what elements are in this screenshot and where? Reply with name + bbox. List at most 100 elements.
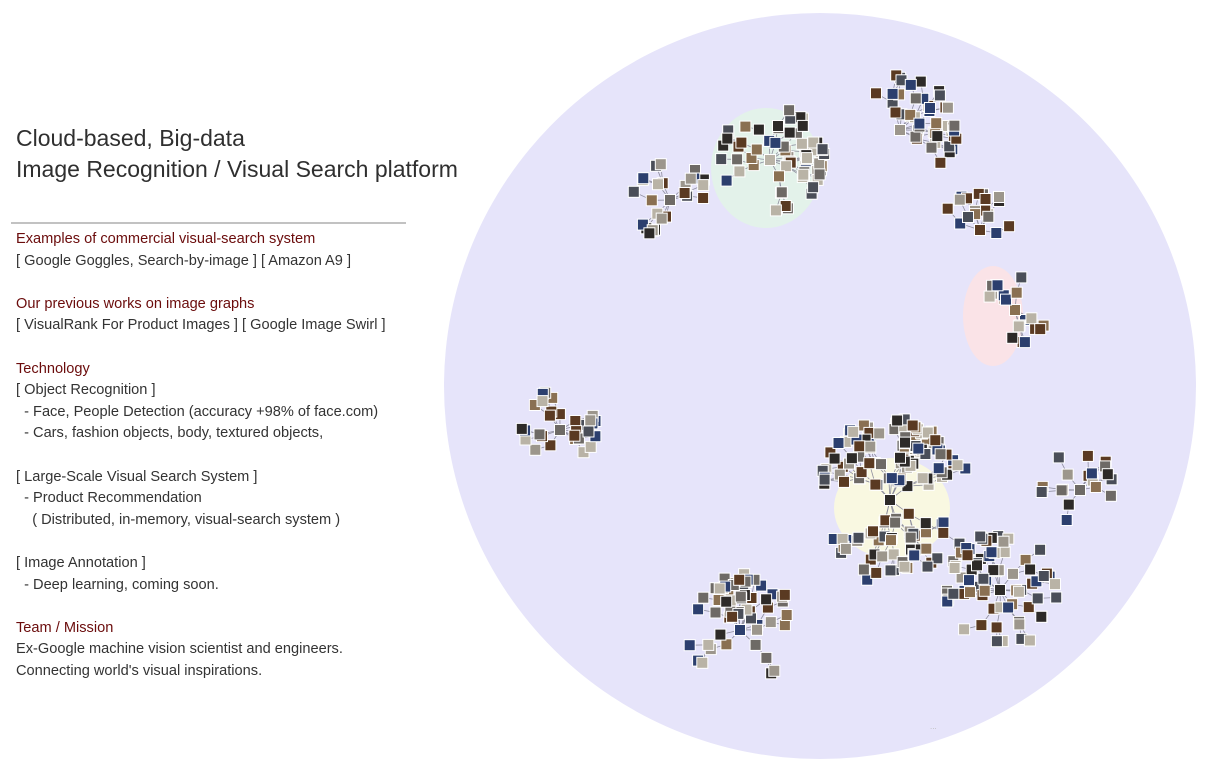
- image-thumbnail[interactable]: [664, 194, 676, 206]
- examples-links[interactable]: [ Google Goggles, Search-by-image ] [ Am…: [16, 252, 352, 269]
- image-thumbnail[interactable]: [1104, 489, 1117, 502]
- image-thumbnail[interactable]: [775, 186, 788, 199]
- image-thumbnail[interactable]: [702, 638, 715, 651]
- image-thumbnail[interactable]: [801, 152, 813, 165]
- image-thumbnail[interactable]: [971, 559, 983, 572]
- image-thumbnail[interactable]: [1061, 468, 1074, 481]
- image-thumbnail[interactable]: [931, 130, 944, 143]
- image-thumbnail[interactable]: [852, 531, 865, 544]
- image-thumbnail[interactable]: [769, 136, 782, 149]
- image-thumbnail[interactable]: [778, 588, 791, 601]
- image-thumbnail[interactable]: [1055, 484, 1068, 497]
- image-thumbnail[interactable]: [930, 117, 943, 130]
- image-thumbnail[interactable]: [772, 120, 784, 132]
- image-thumbnail[interactable]: [1037, 570, 1050, 582]
- image-thumbnail[interactable]: [714, 628, 727, 641]
- image-thumbnail[interactable]: [768, 664, 781, 677]
- image-thumbnail[interactable]: [909, 130, 922, 143]
- image-thumbnail[interactable]: [863, 457, 876, 470]
- image-thumbnail[interactable]: [1018, 336, 1031, 349]
- image-thumbnail[interactable]: [937, 516, 950, 529]
- image-thumbnail[interactable]: [733, 165, 746, 178]
- image-thumbnail[interactable]: [904, 78, 917, 91]
- image-thumbnail[interactable]: [515, 422, 528, 435]
- image-thumbnail[interactable]: [813, 168, 826, 181]
- image-thumbnail[interactable]: [1012, 585, 1025, 598]
- image-thumbnail[interactable]: [864, 440, 877, 453]
- image-thumbnail[interactable]: [739, 120, 752, 133]
- image-thumbnail[interactable]: [990, 227, 1003, 239]
- image-thumbnail[interactable]: [654, 158, 667, 171]
- image-thumbnail[interactable]: [1006, 331, 1019, 344]
- image-thumbnail[interactable]: [584, 414, 597, 427]
- image-thumbnail[interactable]: [1031, 592, 1044, 605]
- image-thumbnail[interactable]: [760, 593, 773, 606]
- image-thumbnail[interactable]: [993, 191, 1005, 203]
- image-thumbnail[interactable]: [931, 552, 944, 565]
- image-thumbnail[interactable]: [904, 531, 917, 544]
- image-thumbnail[interactable]: [807, 136, 820, 149]
- image-thumbnail[interactable]: [568, 429, 581, 442]
- image-thumbnail[interactable]: [1022, 601, 1035, 614]
- image-thumbnail[interactable]: [924, 102, 936, 114]
- image-thumbnail[interactable]: [884, 494, 896, 506]
- image-thumbnail[interactable]: [643, 227, 656, 240]
- image-thumbnail[interactable]: [902, 507, 915, 520]
- image-thumbnail[interactable]: [912, 442, 925, 455]
- image-thumbnail[interactable]: [948, 562, 961, 574]
- image-thumbnail[interactable]: [963, 574, 975, 587]
- image-thumbnail[interactable]: [780, 160, 793, 173]
- image-thumbnail[interactable]: [934, 156, 947, 169]
- image-thumbnail[interactable]: [908, 549, 921, 562]
- image-thumbnail[interactable]: [818, 473, 831, 486]
- image-thumbnail[interactable]: [760, 651, 773, 664]
- image-thumbnail[interactable]: [1034, 543, 1047, 556]
- image-thumbnail[interactable]: [734, 624, 746, 636]
- image-thumbnail[interactable]: [783, 126, 796, 139]
- image-thumbnail[interactable]: [875, 458, 887, 471]
- image-thumbnail[interactable]: [964, 586, 976, 599]
- image-thumbnail[interactable]: [783, 104, 796, 117]
- image-thumbnail[interactable]: [1052, 451, 1065, 464]
- image-thumbnail[interactable]: [1062, 498, 1075, 511]
- image-thumbnail[interactable]: [1081, 449, 1094, 462]
- image-thumbnail[interactable]: [749, 638, 762, 651]
- image-thumbnail[interactable]: [697, 179, 710, 192]
- image-thumbnail[interactable]: [889, 516, 902, 529]
- image-thumbnail[interactable]: [974, 224, 986, 236]
- image-thumbnail[interactable]: [904, 108, 917, 121]
- image-thumbnail[interactable]: [867, 525, 879, 538]
- image-thumbnail[interactable]: [894, 451, 906, 464]
- image-thumbnail[interactable]: [991, 279, 1004, 292]
- image-thumbnail[interactable]: [655, 212, 668, 225]
- image-thumbnail[interactable]: [795, 137, 808, 150]
- image-thumbnail[interactable]: [885, 534, 897, 547]
- image-thumbnail[interactable]: [853, 440, 866, 453]
- image-thumbnail[interactable]: [715, 153, 728, 166]
- image-thumbnail[interactable]: [1085, 467, 1098, 480]
- image-thumbnail[interactable]: [720, 595, 733, 608]
- image-thumbnail[interactable]: [1002, 601, 1015, 614]
- image-thumbnail[interactable]: [584, 440, 597, 453]
- image-thumbnail[interactable]: [925, 141, 938, 154]
- image-thumbnail[interactable]: [734, 590, 747, 603]
- image-thumbnail[interactable]: [847, 425, 860, 438]
- image-thumbnail[interactable]: [1010, 286, 1023, 299]
- image-thumbnail[interactable]: [906, 419, 919, 432]
- image-thumbnail[interactable]: [1000, 293, 1012, 306]
- image-thumbnail[interactable]: [536, 395, 549, 408]
- image-thumbnail[interactable]: [977, 572, 990, 585]
- image-thumbnail[interactable]: [769, 204, 782, 217]
- image-thumbnail[interactable]: [873, 427, 886, 440]
- image-thumbnail[interactable]: [941, 202, 954, 215]
- image-thumbnail[interactable]: [1035, 610, 1048, 623]
- image-thumbnail[interactable]: [958, 623, 971, 636]
- image-thumbnail[interactable]: [750, 143, 763, 156]
- image-thumbnail[interactable]: [876, 550, 889, 563]
- image-thumbnail[interactable]: [994, 584, 1006, 596]
- image-thumbnail[interactable]: [909, 92, 922, 105]
- image-thumbnail[interactable]: [645, 194, 658, 207]
- image-thumbnail[interactable]: [932, 462, 945, 475]
- image-thumbnail[interactable]: [529, 443, 542, 456]
- image-thumbnail[interactable]: [582, 425, 595, 438]
